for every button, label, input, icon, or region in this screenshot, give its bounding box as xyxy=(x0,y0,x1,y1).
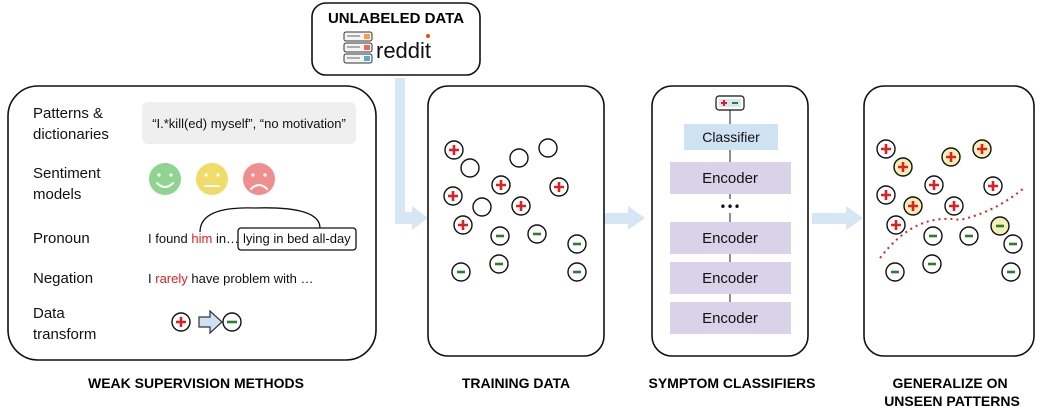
generalize-caption: GENERALIZE ON UNSEEN PATTERNS xyxy=(884,375,1020,409)
pronoun-example: I found him in… xyxy=(148,231,239,246)
sad-face-icon xyxy=(243,163,275,195)
encoder-ellipsis: ••• xyxy=(719,200,740,214)
unseen-positive-point xyxy=(941,147,961,167)
coreference-arc xyxy=(199,207,321,233)
arrow-training-to-classifier-head xyxy=(628,206,645,230)
positive-point xyxy=(511,196,531,216)
unseen-positive-point xyxy=(893,157,913,177)
positive-point xyxy=(924,175,944,195)
positive-point xyxy=(944,196,964,216)
generalize-dots xyxy=(876,139,1023,282)
unlabeled-point xyxy=(460,158,480,178)
transform-plus-icon xyxy=(171,312,191,332)
negative-point xyxy=(527,224,547,244)
encoder-block-3 xyxy=(670,262,791,294)
weak-supervision-caption: WEAK SUPERVISION METHODS xyxy=(88,375,304,391)
method-label-patterns: Patterns & dictionaries xyxy=(33,105,109,143)
weak-supervision-frame xyxy=(7,85,377,361)
negation-example: I rarely have problem with … xyxy=(148,271,313,286)
reddit-logo-text: reddit xyxy=(376,38,431,63)
unlabeled-point xyxy=(509,148,529,168)
encoder-block-2 xyxy=(670,222,791,254)
negative-point xyxy=(451,262,471,282)
positive-point xyxy=(491,175,511,195)
arrow-classifier-to-generalize-head xyxy=(846,206,863,230)
classifier-block xyxy=(684,124,778,150)
positive-point xyxy=(983,176,1003,196)
negative-point xyxy=(567,262,587,282)
encoder-label-1: Encoder xyxy=(702,170,758,187)
transform-arrow-icon xyxy=(198,309,223,335)
unlabeled-data-box: UNLABELED DATA reddit xyxy=(311,2,481,76)
encoder-label-3: Encoder xyxy=(702,270,758,287)
unseen-negative-point xyxy=(990,216,1010,236)
positive-point xyxy=(886,215,906,235)
encoder-label-2: Encoder xyxy=(702,230,758,247)
training-data-caption: TRAINING DATA xyxy=(462,375,570,391)
classifier-label: Classifier xyxy=(702,129,760,145)
pronoun-highlight: him xyxy=(191,231,212,246)
negation-highlight: rarely xyxy=(155,271,188,286)
negative-point xyxy=(567,234,587,254)
weak-supervision-panel: Patterns & dictionaries “I.*kill(ed) mys… xyxy=(7,85,377,391)
unlabeled-point xyxy=(472,197,492,217)
method-label-negation: Negation xyxy=(33,270,93,287)
generalize-frame xyxy=(863,85,1035,357)
training-dots xyxy=(443,138,587,282)
negative-point xyxy=(1003,234,1023,254)
arrow-classifier-to-generalize-shaft xyxy=(812,213,848,224)
positive-point xyxy=(444,140,464,160)
unlabeled-data-title: UNLABELED DATA xyxy=(328,10,464,27)
flow-arrows xyxy=(395,78,863,230)
method-label-pronoun: Pronoun xyxy=(33,230,90,247)
arrow-to-training xyxy=(412,206,428,230)
happy-face-icon xyxy=(149,163,181,195)
output-label-icon xyxy=(715,95,745,111)
pattern-example-background xyxy=(142,102,356,144)
negative-point xyxy=(490,226,510,246)
positive-point xyxy=(549,177,569,197)
negative-point xyxy=(885,262,905,282)
negative-point xyxy=(1001,262,1021,282)
positive-point xyxy=(876,139,896,159)
arrow-training-to-classifier-shaft xyxy=(604,213,630,224)
coreference-box-text: lying in bed all-day xyxy=(243,231,351,246)
method-label-transform: Data transform xyxy=(33,305,96,343)
negative-point xyxy=(489,254,509,274)
symptom-classifiers-caption: SYMPTOM CLASSIFIERS xyxy=(649,375,816,391)
positive-point xyxy=(443,186,463,206)
method-label-sentiment: Sentiment models xyxy=(33,165,105,203)
encoder-block-4 xyxy=(670,302,791,334)
reddit-logo-dot xyxy=(426,34,430,38)
neutral-face-icon xyxy=(196,163,228,195)
negative-point xyxy=(923,226,943,246)
coreference-box xyxy=(237,227,357,251)
encoder-block-1 xyxy=(670,162,791,194)
negative-point xyxy=(922,254,942,274)
positive-point xyxy=(453,215,473,235)
positive-point xyxy=(876,185,896,205)
training-data-frame xyxy=(427,85,605,357)
unseen-positive-point xyxy=(903,196,923,216)
server-icon xyxy=(343,31,373,64)
symptom-classifiers-panel: Classifier Encoder ••• Encoder Encoder E… xyxy=(649,85,816,391)
training-data-panel: TRAINING DATA xyxy=(427,85,605,391)
ellipsis-gap xyxy=(718,199,742,213)
pattern-example-text: “I.*kill(ed) myself”, “no motivation” xyxy=(152,116,346,131)
source-down-connector xyxy=(395,78,405,220)
unlabeled-point xyxy=(538,138,558,158)
unseen-positive-point xyxy=(972,139,992,159)
encoder-label-4: Encoder xyxy=(702,310,758,327)
source-to-training-connector xyxy=(395,212,415,224)
generalize-panel: GENERALIZE ON UNSEEN PATTERNS xyxy=(863,85,1035,409)
negative-point xyxy=(959,226,979,246)
transform-minus-icon xyxy=(222,312,242,332)
